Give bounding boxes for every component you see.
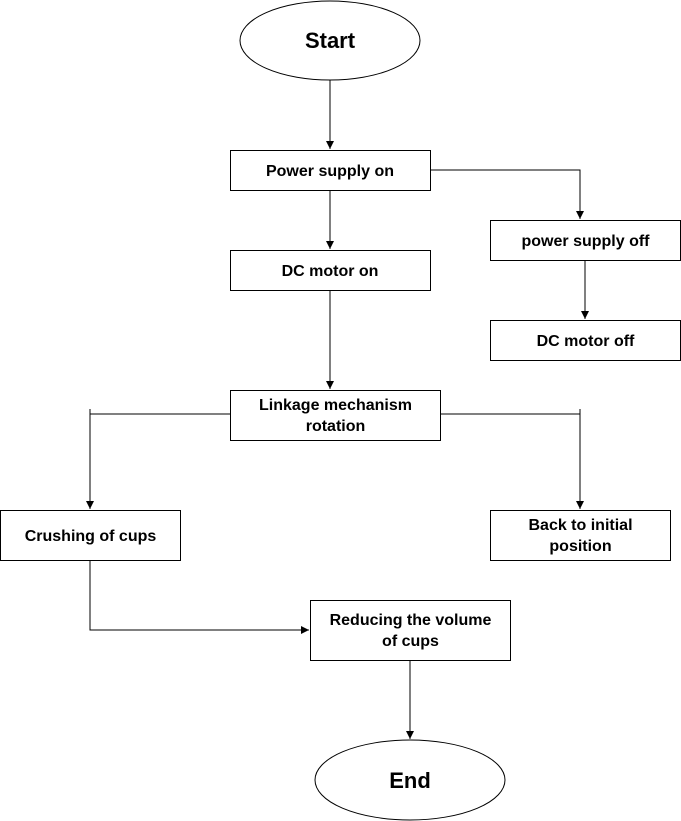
label-line: End xyxy=(389,768,431,793)
label-line: Crushing of cups xyxy=(25,528,157,545)
edge-power-on-to-power-off xyxy=(430,169,584,219)
label-line: Start xyxy=(305,28,356,53)
label-line: position xyxy=(549,538,611,555)
power-supply-off-box: power supply off xyxy=(490,220,681,261)
start-terminal: Start xyxy=(239,0,421,81)
label-line: rotation xyxy=(306,418,366,435)
label-line: power supply off xyxy=(522,233,651,250)
reducing-volume-box: Reducing the volume of cups xyxy=(310,600,511,661)
edge-linkage-to-crushing xyxy=(86,413,230,509)
label-line: Linkage mechanism xyxy=(259,397,412,414)
back-to-initial-box: Back to initial position xyxy=(490,510,671,561)
label-line: of cups xyxy=(382,633,439,650)
back-to-initial-rect xyxy=(490,510,671,561)
label-line: Power supply on xyxy=(266,163,394,180)
linkage-mechanism-label: Linkage mechanism rotation xyxy=(259,397,412,435)
edge-linkage-to-back xyxy=(440,413,584,509)
crushing-of-cups-box: Crushing of cups xyxy=(0,510,181,561)
dc-motor-off-box: DC motor off xyxy=(490,320,681,361)
power-supply-on-label: Power supply on xyxy=(266,163,394,180)
power-supply-on-rect xyxy=(230,150,431,191)
end-terminal: End xyxy=(314,739,506,821)
dc-motor-on-rect xyxy=(230,250,431,291)
label-line: DC motor on xyxy=(282,263,379,280)
linkage-mechanism-rect xyxy=(230,390,441,441)
label-line: Back to initial xyxy=(528,517,632,534)
back-to-initial-label: Back to initial position xyxy=(528,517,632,555)
dc-motor-on-box: DC motor on xyxy=(230,250,431,291)
dc-motor-on-label: DC motor on xyxy=(282,263,379,280)
power-supply-off-label: power supply off xyxy=(522,233,651,250)
reducing-volume-rect xyxy=(310,600,511,661)
edge-crushing-to-reducing xyxy=(89,560,309,634)
dc-motor-off-label: DC motor off xyxy=(537,333,635,350)
label-line: DC motor off xyxy=(537,333,635,350)
label-line: Reducing the volume xyxy=(330,612,492,629)
reducing-volume-label: Reducing the volume of cups xyxy=(330,612,492,650)
start-ellipse xyxy=(239,0,421,81)
connectors xyxy=(86,80,589,739)
linkage-mechanism-box: Linkage mechanism rotation xyxy=(230,390,441,441)
start-label: Start xyxy=(305,28,356,53)
end-ellipse xyxy=(314,739,506,821)
crushing-of-cups-rect xyxy=(0,510,181,561)
end-label: End xyxy=(389,768,431,793)
crushing-of-cups-label: Crushing of cups xyxy=(25,528,157,545)
power-supply-on-box: Power supply on xyxy=(230,150,431,191)
